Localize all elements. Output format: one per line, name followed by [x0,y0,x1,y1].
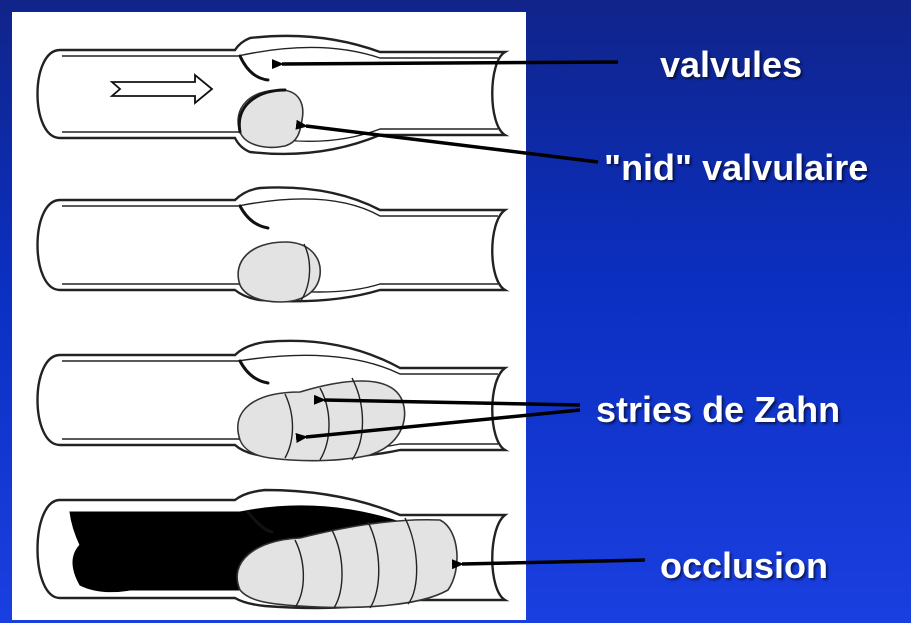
label-occlusion: occlusion [660,545,828,587]
vein-stage-2 [38,187,506,302]
pointer-valvules [282,62,618,64]
label-stries-de-zahn: stries de Zahn [596,389,840,431]
label-valvules: valvules [660,44,802,86]
vein-stage-4 [38,490,506,608]
label-nid-valvulaire: "nid" valvulaire [604,147,868,189]
growing-clot-2 [238,242,320,302]
vein-stage-1 [38,36,506,154]
